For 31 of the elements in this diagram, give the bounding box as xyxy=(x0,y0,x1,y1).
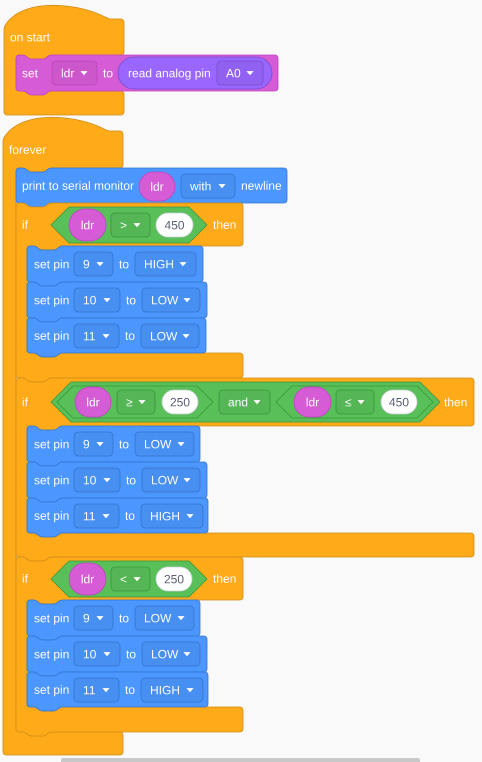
dropdown: and xyxy=(218,390,270,414)
dropdown: ldr xyxy=(52,60,98,86)
dropdown: 10 xyxy=(74,642,120,666)
dropdown: 9 xyxy=(74,606,114,630)
dropdown: LOW xyxy=(140,324,200,348)
dropdown: < xyxy=(110,566,150,592)
dropdown: LOW xyxy=(142,642,200,666)
dropdown: > xyxy=(110,212,150,238)
dropdown: ≤ xyxy=(336,390,374,414)
dropdown: ≥ xyxy=(116,390,156,414)
variable-reporter: ldr xyxy=(138,172,176,202)
dropdown: LOW xyxy=(134,432,194,456)
variable-reporter: ldr xyxy=(294,386,332,418)
dropdown: HIGH xyxy=(140,678,204,702)
dropdown: 9 xyxy=(74,252,114,276)
dropdown: LOW xyxy=(134,606,194,630)
dropdown: HIGH xyxy=(134,252,196,276)
variable-reporter: ldr xyxy=(68,208,106,242)
dropdown: with xyxy=(180,174,236,198)
dropdown: HIGH xyxy=(140,504,204,528)
dropdown: 10 xyxy=(74,468,120,492)
variable-reporter: ldr xyxy=(74,386,112,418)
dropdown: 9 xyxy=(74,432,114,456)
dropdown: 11 xyxy=(74,678,120,702)
dropdown: LOW xyxy=(142,288,200,312)
dropdown: 11 xyxy=(74,504,120,528)
variable-reporter: ldr xyxy=(68,562,106,596)
dropdown: A0 xyxy=(216,60,264,86)
dropdown: LOW xyxy=(142,468,200,492)
dropdown: 11 xyxy=(74,324,120,348)
dropdown: 10 xyxy=(74,288,120,312)
